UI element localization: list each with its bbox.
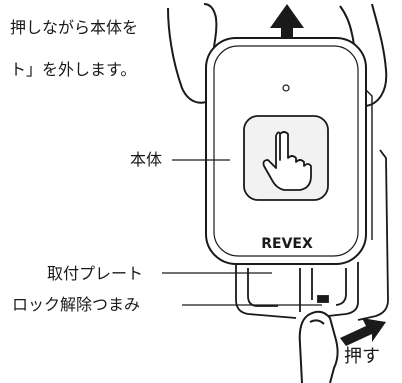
label-mounting-plate: 取付プレート — [47, 264, 144, 283]
label-body: 本体 — [130, 150, 163, 169]
pushing-finger — [298, 310, 339, 383]
label-push: 押す — [344, 346, 380, 367]
brand-logo: REVEX — [261, 236, 313, 252]
caption-line-2: ト」を外します。 — [10, 60, 137, 79]
hand-pointer-icon — [262, 131, 312, 191]
up-arrow — [270, 4, 304, 68]
caption-line-1: 押しながら本体を — [10, 18, 139, 37]
label-lock-release-knob: ロック解除つまみ — [12, 295, 141, 314]
device-body: REVEX — [205, 37, 373, 265]
push-arrow — [340, 318, 386, 346]
